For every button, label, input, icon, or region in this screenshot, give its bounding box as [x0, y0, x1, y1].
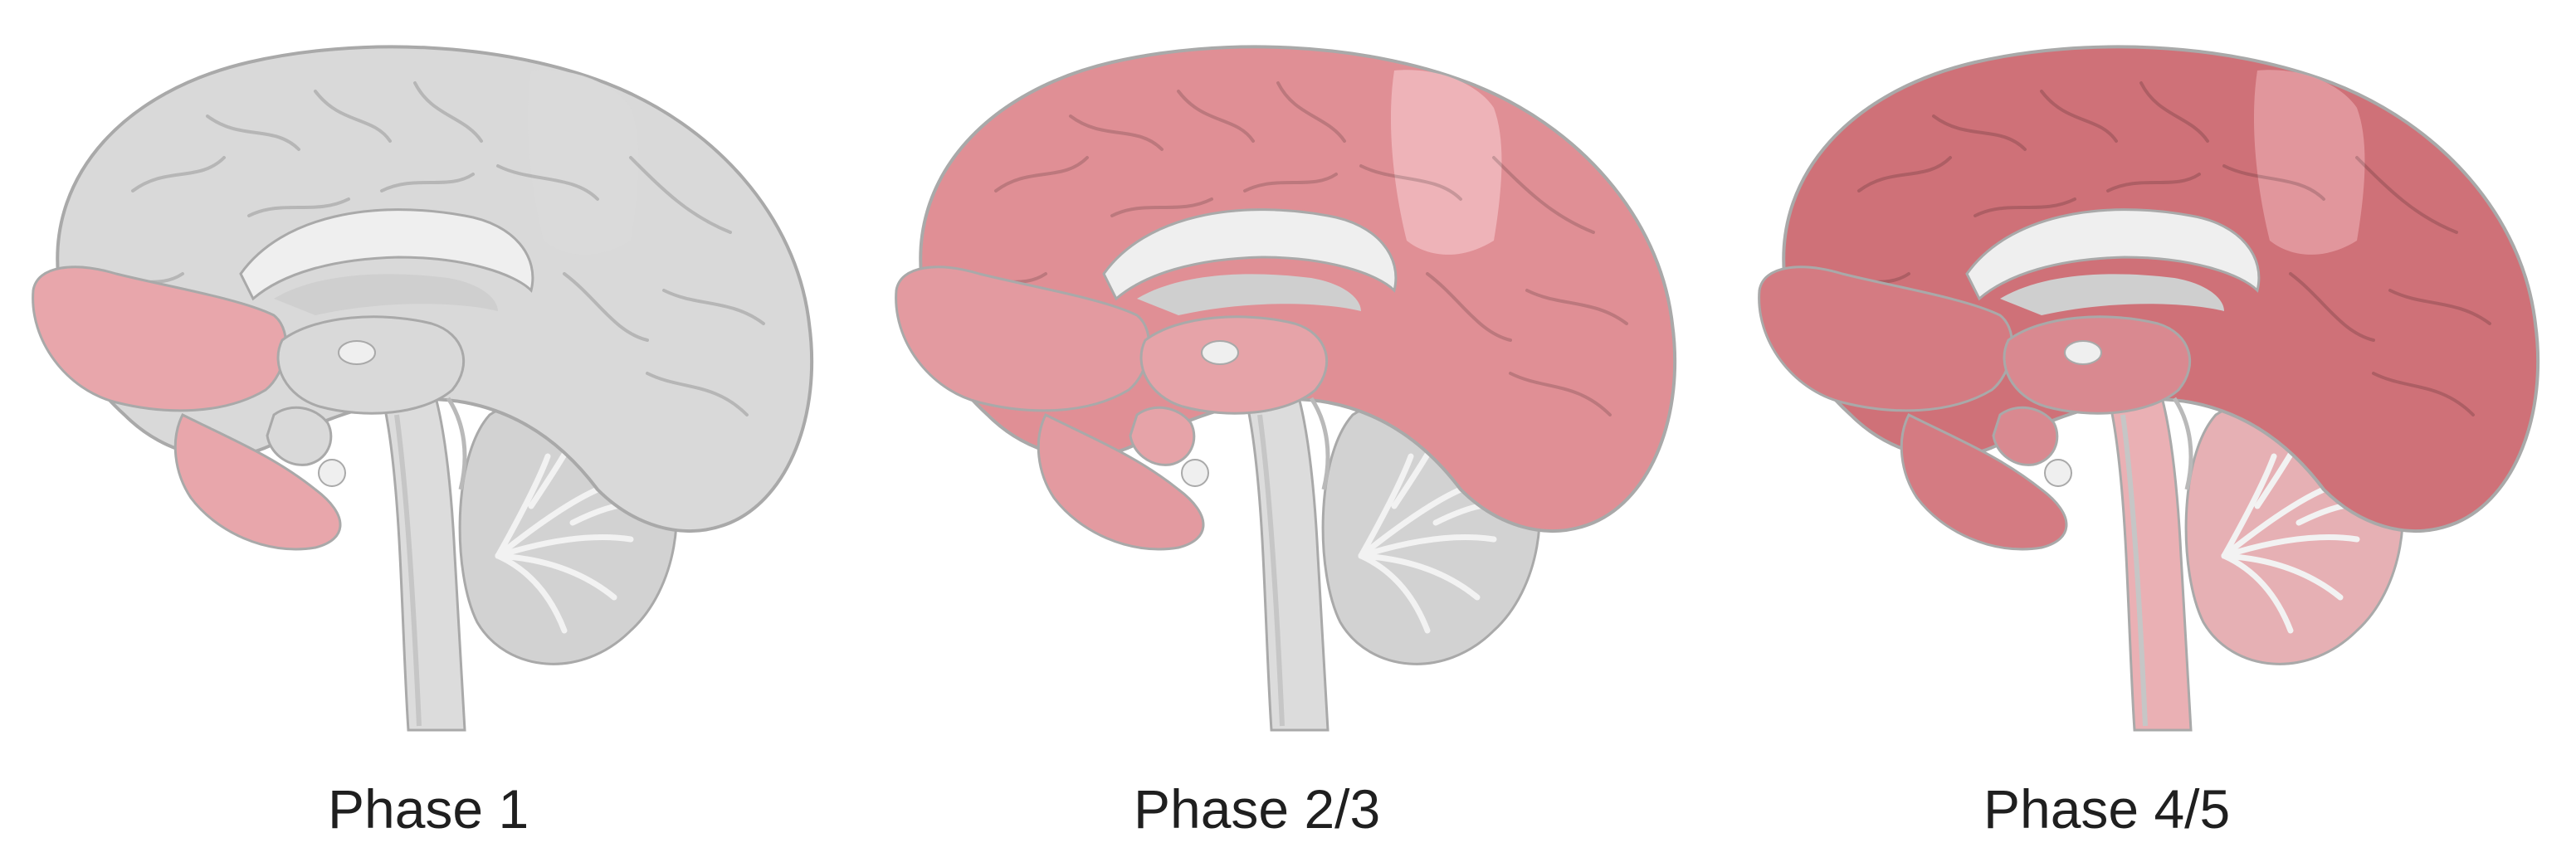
cortical-sulcus: [1069, 114, 1164, 151]
lateral-ventricle: [274, 274, 498, 315]
cortical-sulcus: [1492, 156, 1595, 234]
cortical-sulcus: [131, 156, 226, 192]
cortical-sulcus: [247, 197, 350, 217]
arbor-vitae-branch: [495, 486, 601, 559]
lateral-ventricle: [2000, 274, 2224, 315]
thalamus-region: [2003, 315, 2192, 415]
arbor-vitae-branch: [2221, 486, 2327, 559]
temporal-region: [1037, 412, 1205, 551]
thalamus-region: [276, 315, 466, 415]
cortical-sulcus: [1243, 173, 1338, 192]
hypothalamus-region: [1129, 406, 1196, 466]
cortical-sulcus: [496, 164, 599, 201]
temporal-region: [173, 412, 342, 551]
thalamic-nucleus: [1201, 340, 1239, 365]
panel-caption: Phase 2/3: [1134, 778, 1381, 840]
cortical-sulcus: [1932, 114, 2027, 151]
brain-illustration-phase-4-5: [1758, 45, 2540, 732]
cortical-sulcus: [1525, 289, 1628, 325]
arbor-vitae-branch: [1358, 553, 1481, 601]
cortical-sulcus: [1276, 81, 1346, 143]
brain-illustration-phase-1: [32, 45, 814, 732]
hypothalamus-region: [266, 406, 333, 466]
cortical-sulcus: [1973, 197, 2076, 217]
brain-panel-phase-1: Phase 1: [0, 25, 838, 855]
arbor-vitae-branch: [1358, 453, 1414, 559]
panel-caption: Phase 4/5: [1983, 778, 2231, 840]
parietal-region: [2253, 70, 2365, 255]
brain-panel-phase-2-3: Phase 2/3: [863, 25, 1701, 855]
arbor-vitae-branch: [1358, 486, 1464, 559]
pituitary-gland: [318, 459, 346, 487]
cortical-sulcus: [206, 114, 300, 151]
arbor-vitae-branch: [2221, 553, 2294, 634]
brainstem-groove: [1257, 414, 1285, 727]
arbor-vitae-branch: [495, 453, 551, 559]
arbor-vitae-branch: [495, 534, 634, 559]
parietal-region: [1390, 70, 1502, 255]
pituitary-gland: [1181, 459, 1209, 487]
cortical-sulcus: [629, 156, 732, 234]
corpus-callosum: [1102, 208, 1398, 301]
arbor-vitae-branch: [2221, 534, 2360, 559]
arbor-vitae-branch: [495, 553, 568, 634]
brain-illustration-phase-2-3: [895, 45, 1677, 732]
brain-panel-phase-4-5: Phase 4/5: [1726, 25, 2564, 855]
corpus-callosum: [1965, 208, 2261, 301]
corpus-callosum: [239, 208, 534, 301]
cortical-sulcus: [2139, 81, 2209, 143]
arbor-vitae-branch: [1358, 534, 1497, 559]
arbor-vitae-branch: [2221, 553, 2344, 601]
panel-caption: Phase 1: [328, 778, 529, 840]
brainstem-groove: [2120, 414, 2148, 727]
cortical-sulcus: [646, 372, 749, 416]
cortical-sulcus: [1857, 156, 1952, 192]
thalamus-region: [1139, 315, 1329, 415]
cortical-sulcus: [2106, 173, 2201, 192]
brainstem-groove: [394, 414, 422, 727]
arbor-vitae-branch: [2221, 453, 2277, 559]
cortical-sulcus: [1509, 372, 1612, 416]
lateral-ventricle: [1137, 274, 1361, 315]
cortical-sulcus: [2388, 289, 2491, 325]
cortical-sulcus: [563, 272, 649, 342]
fourth-ventricle: [1309, 397, 1330, 490]
fourth-ventricle: [2172, 397, 2193, 490]
cortical-sulcus: [1110, 197, 1213, 217]
arbor-vitae-branch: [1358, 553, 1431, 634]
thalamic-nucleus: [2064, 340, 2102, 365]
cortical-sulcus: [1177, 90, 1255, 143]
brainstem-region: [375, 380, 466, 732]
cortical-sulcus: [413, 81, 483, 143]
hypothalamus-region: [1992, 406, 2059, 466]
cortical-sulcus: [1426, 272, 1512, 342]
fourth-ventricle: [446, 397, 467, 490]
cortical-sulcus: [2355, 156, 2458, 234]
cortical-sulcus: [2040, 90, 2118, 143]
cortical-sulcus: [2289, 272, 2375, 342]
arbor-vitae-branch: [495, 553, 617, 601]
cortical-sulcus: [994, 156, 1089, 192]
cortical-sulcus: [1359, 164, 1462, 201]
parietal-region: [527, 70, 639, 255]
thalamic-nucleus: [338, 340, 376, 365]
brainstem-region: [1238, 380, 1329, 732]
brainstem-region: [2101, 380, 2193, 732]
temporal-region: [1900, 412, 2068, 551]
cortical-sulcus: [662, 289, 765, 325]
cortical-sulcus: [380, 173, 475, 192]
cortical-sulcus: [2222, 164, 2325, 201]
pituitary-gland: [2044, 459, 2072, 487]
cortical-sulcus: [314, 90, 392, 143]
cortical-sulcus: [2372, 372, 2475, 416]
